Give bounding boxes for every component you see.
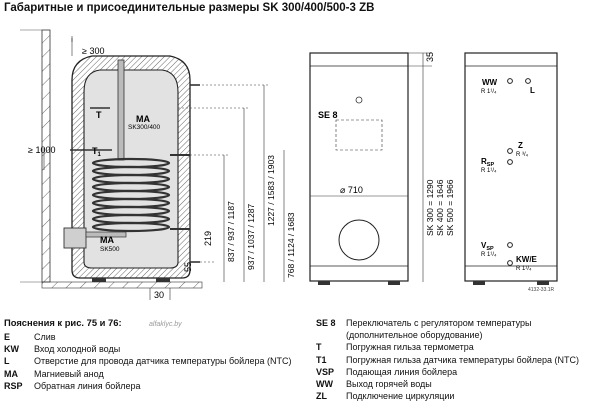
label-ma-top: MA — [136, 114, 150, 124]
legend-title: Пояснения к рис. 75 и 76: — [4, 317, 122, 328]
dim-219: 219 — [203, 231, 213, 246]
rear-vsp-size: R 1¹/₄ — [481, 252, 497, 258]
legend-item: T Погружная гильза термометра — [316, 341, 598, 353]
wall-hatch — [41, 29, 51, 283]
drawing-code: 4132-33.1R — [528, 287, 555, 293]
rear-kwe: KW/E — [516, 255, 538, 264]
legend-text: Обратная линия бойлера — [34, 380, 141, 391]
legend-item: RSP Обратная линия бойлера — [4, 380, 304, 392]
rear-ww: WW — [482, 78, 498, 87]
legend-right-column: SE 8 Переключатель с регулятором температ… — [316, 317, 598, 402]
front-view: SE 8 ⌀ 710 35 SK 300 = 1290 SK 400 = 164… — [309, 52, 455, 285]
rear-kwe-size: R 1¹/₄ — [516, 266, 532, 272]
legend-item: E Слив — [4, 331, 304, 343]
dim-top-clearance: ≥ 300 — [82, 46, 104, 56]
legend-text: Погружная гильза датчика температуры бой… — [346, 354, 580, 365]
dim-55: 55 — [183, 262, 193, 272]
dim-diameter: ⌀ 710 — [340, 185, 363, 195]
legend-key: MA — [4, 368, 18, 379]
legend-key: WW — [316, 379, 333, 390]
dim-sk400: SK 400 = 1646 — [435, 179, 445, 236]
section-view: ≥ 300 ≥ 1000 T T1 MA SK300/400 MA SK500 … — [20, 29, 296, 300]
legend-text: Отверстие для провода датчика температур… — [34, 356, 292, 367]
legend-key: T — [316, 342, 322, 353]
dim-sk500: SK 500 = 1966 — [445, 179, 455, 236]
label-t: T — [96, 110, 102, 120]
rear-ww-size: R 1¹/₄ — [481, 89, 497, 95]
legend-key: ZL — [316, 391, 327, 402]
legend-text: Вход холодной воды — [34, 344, 121, 355]
tank-inner — [83, 69, 179, 269]
legend-text: Слив — [34, 332, 56, 342]
dim-1227: 1227 / 1583 / 1903 — [266, 155, 276, 226]
legend-key: E — [4, 332, 11, 342]
legend-text: Магниевый анод — [34, 368, 104, 379]
legend-key: T1 — [316, 354, 327, 365]
legend-item: ZL Подключение циркуляции — [316, 390, 598, 402]
label-ma-bottom-sub: SK500 — [100, 246, 120, 253]
se8-area — [335, 119, 383, 151]
rear-l: L — [530, 86, 535, 95]
label-ma-top-sub: SK300/400 — [128, 124, 161, 131]
label-se8: SE 8 — [318, 110, 338, 120]
legend-text: Выход горячей воды — [346, 379, 432, 390]
dim-sk300: SK 300 = 1290 — [425, 179, 435, 236]
legend-item: T1 Погружная гильза датчика температуры б… — [316, 354, 598, 366]
rear-rsp-size: R 1¹/₄ — [481, 168, 497, 174]
rear-vsp: VSP — [481, 241, 494, 252]
watermark: alfaklyc.by — [149, 321, 182, 328]
dim-30: 30 — [154, 290, 164, 300]
dim-937: 937 / 1037 / 1287 — [246, 204, 256, 270]
legend-item: SE 8 Переключатель с регулятором температ… — [316, 317, 598, 341]
floor-hatch — [41, 281, 203, 289]
rear-z: Z — [518, 141, 523, 150]
legend-key: RSP — [4, 380, 23, 391]
legend-key: KW — [4, 344, 19, 355]
dim-side-clearance: ≥ 1000 — [28, 145, 55, 155]
heating-coil — [91, 157, 171, 233]
label-ma-bottom: MA — [100, 235, 114, 245]
dim-768: 768 / 1124 / 1683 — [286, 212, 296, 278]
legend-text: Подключение циркуляции — [346, 391, 455, 402]
dim-35: 35 — [425, 52, 435, 62]
flange-bottom — [63, 227, 87, 249]
dim-837: 837 / 937 / 1187 — [226, 201, 236, 262]
legend-item: KW Вход холодной воды — [4, 343, 304, 355]
rear-rsp: RSP — [481, 157, 494, 168]
legend-text: Переключатель с регулятором температуры … — [346, 318, 532, 341]
front-body — [309, 52, 409, 282]
legend-key: VSP — [316, 366, 335, 377]
legend-text: Погружная гильза термометра — [346, 342, 474, 353]
inspection-flange — [338, 219, 380, 261]
rear-view: WW R 1¹/₄ L Z R ³/₄ RSP R 1¹/₄ VSP R 1¹/… — [464, 52, 558, 293]
anode-upper — [117, 59, 125, 161]
technical-drawing: ≥ 300 ≥ 1000 T T1 MA SK300/400 MA SK500 … — [20, 29, 558, 300]
rear-z-size: R ³/₄ — [516, 152, 529, 158]
label-t1: T1 — [92, 146, 102, 158]
legend-key: SE 8 — [316, 318, 336, 328]
page-title: Габаритные и присоединительные размеры S… — [4, 2, 375, 14]
legend-item: MA Магниевый анод — [4, 368, 304, 380]
legend-text: Подающая линия бойлера — [346, 366, 458, 377]
legend-item: L Отверстие для провода датчика температу… — [4, 355, 304, 367]
anode-lower — [85, 231, 127, 238]
legend-item: WW Выход горячей воды — [316, 378, 598, 390]
legend-item: VSP Подающая линия бойлера — [316, 366, 598, 378]
legend-key: L — [4, 356, 10, 367]
